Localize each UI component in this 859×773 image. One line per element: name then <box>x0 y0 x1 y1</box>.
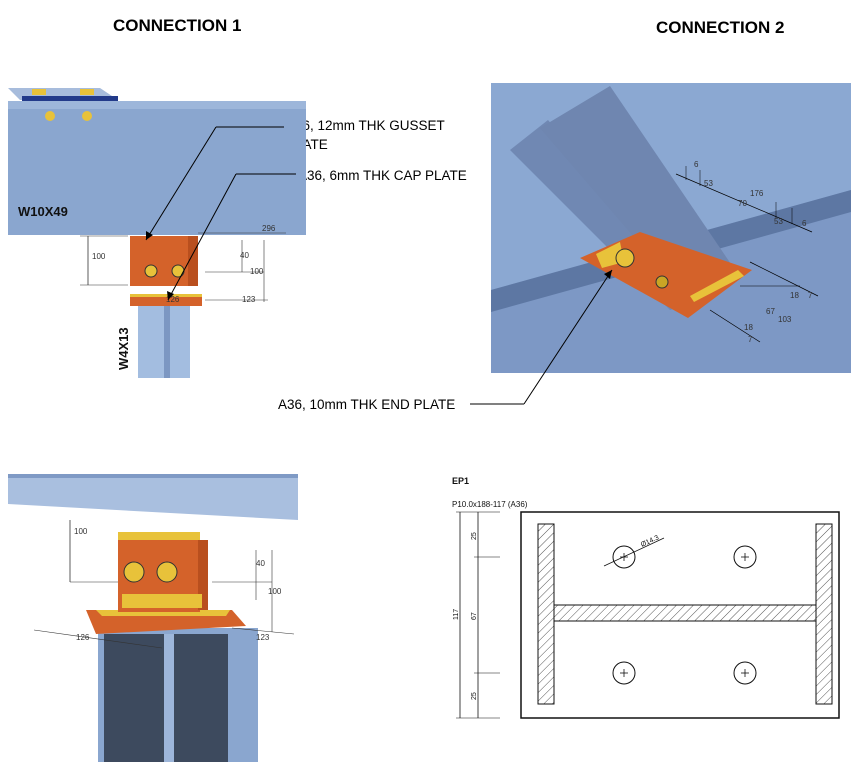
web-section <box>553 604 817 622</box>
gusset-top-weld <box>118 532 200 540</box>
leader-arrowhead <box>604 270 612 279</box>
dim-53b-label: 53 <box>774 217 783 226</box>
top-flange-edge <box>22 96 118 102</box>
isometric-detail-drawing: 100 40 100 126 123 <box>8 474 298 762</box>
dim-line <box>675 173 813 233</box>
bolt <box>615 248 635 268</box>
cap-plate-weld <box>130 294 202 297</box>
dim-25-bottom-label: 25 <box>471 692 478 700</box>
connection-2-drawing: 6 53 176 70 53 6 18 7 67 103 18 7 <box>470 83 851 405</box>
dim-126-label: 126 <box>166 295 180 304</box>
bolt-hole <box>612 661 636 685</box>
dim-67-label: 67 <box>471 612 478 620</box>
column-shadow-face <box>104 634 164 762</box>
gusset-plate-side <box>188 236 198 286</box>
end-plate-outline <box>520 511 840 719</box>
dim-296-label: 296 <box>262 224 276 233</box>
end-plate-callout: A36, 10mm THK END PLATE <box>278 397 456 412</box>
column-web <box>164 306 170 378</box>
dim-126-label: 126 <box>76 633 90 642</box>
beam-underside <box>8 474 298 520</box>
dim-176-label: 176 <box>750 189 764 198</box>
column-shadow-face <box>174 634 228 762</box>
dim-line <box>231 627 295 635</box>
dim-40-label: 40 <box>240 251 249 260</box>
column-label: W4X13 <box>116 327 131 370</box>
connection-2-title: CONNECTION 2 <box>656 18 785 37</box>
dim-67-label: 67 <box>766 307 775 316</box>
hole-diameter-label: Ø14.3 <box>640 534 660 548</box>
gusset-plate-callout-line1: A36, 12mm THK GUSSET <box>286 118 445 133</box>
bolt <box>144 264 158 278</box>
dim-53-label: 53 <box>704 179 713 188</box>
bolt-hole <box>733 545 757 569</box>
dim-18-label: 18 <box>790 291 799 300</box>
beam-top-flange <box>8 101 306 109</box>
gusset-plate <box>130 236 196 286</box>
dim-100-label: 100 <box>92 252 106 261</box>
bolt <box>171 264 185 278</box>
ep1-mark: EP1 <box>452 476 469 486</box>
dim-6b-label: 6 <box>802 219 807 228</box>
dim-7-label: 7 <box>808 291 813 300</box>
dim-line <box>749 261 819 297</box>
gusset-plate-side <box>198 540 208 610</box>
gusset-weld <box>122 594 202 608</box>
dim-7b-label: 7 <box>748 335 753 344</box>
dim-117-label: 117 <box>453 609 460 620</box>
leader-arrowhead <box>167 291 174 300</box>
bolt <box>82 111 92 121</box>
bolt <box>655 275 669 289</box>
dim-line <box>709 309 761 343</box>
leader-line <box>523 269 613 405</box>
dim-40-label: 40 <box>256 559 265 568</box>
ep1-detail-drawing: EP1 P10.0x188-117 (A36) Ø14.3 117 <box>452 476 840 719</box>
dim-100-label: 100 <box>74 527 88 536</box>
ep1-spec: P10.0x188-117 (A36) <box>452 500 528 509</box>
dim-123-label: 123 <box>256 633 270 642</box>
dim-70-label: 70 <box>738 199 747 208</box>
beam-label: W10X49 <box>18 204 68 219</box>
bolt <box>45 111 55 121</box>
dim-100-right-label: 100 <box>250 267 264 276</box>
dim-6-label: 6 <box>694 160 699 169</box>
bolt-iso <box>156 561 178 583</box>
flange-section-right <box>815 523 833 705</box>
bolt-head <box>80 89 94 95</box>
dim-123-label: 123 <box>242 295 256 304</box>
bolt-iso <box>123 561 145 583</box>
bolt-head <box>32 89 46 95</box>
connection-1-drawing: W10X49 W4X13 100 296 40 100 123 126 <box>8 88 306 378</box>
dim-103-label: 103 <box>778 315 792 324</box>
dim-100b-label: 100 <box>268 587 282 596</box>
column-flange-face <box>164 634 174 762</box>
dim-18b-label: 18 <box>744 323 753 332</box>
connection-1-title: CONNECTION 1 <box>113 16 242 35</box>
leader-line <box>167 173 237 301</box>
beam-w10x49 <box>8 101 306 235</box>
leader-arrowhead <box>146 231 153 240</box>
dim-25-top-label: 25 <box>471 532 478 540</box>
hole-leader <box>603 537 665 567</box>
beam-edge <box>8 474 298 478</box>
flange-section-left <box>537 523 555 705</box>
bolt-hole <box>733 661 757 685</box>
weld <box>690 270 744 302</box>
leader-line <box>145 126 217 241</box>
dim-line <box>33 629 163 649</box>
cap-plate-callout: A36, 6mm THK CAP PLATE <box>298 168 467 183</box>
